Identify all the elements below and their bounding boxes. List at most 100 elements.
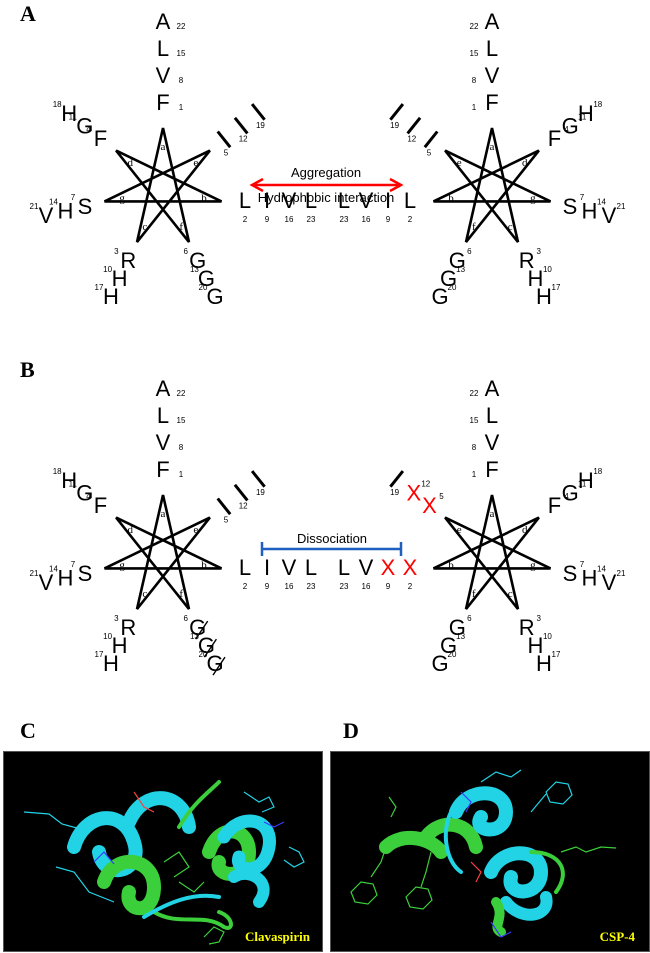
- residue-S-7: S: [78, 561, 93, 586]
- side-chain: [243, 791, 275, 813]
- residue-number: 6: [467, 614, 472, 623]
- residue-H-10: H: [112, 266, 128, 291]
- residue-number: 13: [190, 632, 199, 641]
- residue-F-4: F: [94, 126, 107, 151]
- residue-number: 4: [86, 125, 91, 134]
- wheel-position-d: d: [127, 157, 133, 169]
- residue-number: 14: [597, 197, 606, 206]
- residue-H-17: H: [103, 284, 119, 309]
- residue-L-15: L: [157, 36, 169, 61]
- residue-number: 10: [103, 632, 112, 641]
- residue-G-11: G: [76, 114, 93, 139]
- residue-I-12: [233, 116, 249, 135]
- residue-G-11: G: [562, 114, 579, 139]
- residue-number: 6: [467, 247, 472, 256]
- molecule-label-clavaspirin: Clavaspirin: [244, 929, 310, 944]
- loop-green: [529, 850, 565, 894]
- residue-number: 3: [536, 247, 541, 256]
- residue-X-2: X: [403, 555, 418, 580]
- residue-X-12: X: [406, 481, 421, 506]
- wheel-position-b: b: [448, 559, 454, 571]
- residue-L-15: L: [486, 403, 498, 428]
- residue-V-21: V: [39, 570, 54, 595]
- residue-X-5: X: [422, 493, 437, 518]
- residue-number: 10: [543, 632, 552, 641]
- residue-number: 9: [386, 215, 391, 224]
- wheel-position-d: d: [127, 524, 133, 536]
- heptagram-wheel: [432, 127, 552, 243]
- residue-L-15: L: [486, 36, 498, 61]
- residue-number: 8: [472, 443, 477, 452]
- residue-number: 13: [456, 265, 465, 274]
- residue-X-9: X: [381, 555, 396, 580]
- residue-number: 19: [390, 488, 399, 497]
- residue-F-1: F: [156, 90, 169, 115]
- residue-H-14: H: [582, 565, 598, 590]
- wheel-position-c: c: [508, 221, 513, 233]
- wheel-position-e: e: [457, 524, 462, 536]
- residue-I-12: [406, 116, 422, 135]
- residue-F-4: F: [548, 126, 561, 151]
- side-chain: [263, 821, 285, 828]
- residue-number: 1: [472, 470, 477, 479]
- residue-I-9: I: [264, 188, 270, 213]
- residue-number: 15: [470, 416, 479, 425]
- residue-R-3: R: [519, 248, 535, 273]
- residue-number: 23: [340, 582, 349, 591]
- residue-number: 22: [470, 22, 479, 31]
- residue-number: 18: [53, 467, 62, 476]
- wheel-position-a: a: [490, 141, 495, 153]
- arrow-head-left: [249, 177, 264, 193]
- residue-number: 22: [177, 389, 186, 398]
- residue-H-18: H: [61, 468, 77, 493]
- wheel-position-b: b: [448, 192, 454, 204]
- wheel-position-e: e: [457, 157, 462, 169]
- residue-H-14: H: [58, 198, 74, 223]
- residue-number: 20: [448, 283, 457, 292]
- helix-cyan-3: [217, 814, 276, 876]
- helix-green-3: [491, 897, 506, 937]
- residue-G-6: G: [189, 248, 206, 273]
- residue-L-23: L: [305, 188, 317, 213]
- residue-A-22: A: [156, 376, 171, 401]
- clavaspirin-structure-image: Clavaspirin: [3, 751, 323, 952]
- residue-F-4: F: [94, 493, 107, 518]
- residue-L-23: L: [338, 555, 350, 580]
- residue-I-9: I: [264, 555, 270, 580]
- residue-V-8: V: [485, 63, 500, 88]
- residue-number: 9: [265, 582, 270, 591]
- heptagram-wheel: [103, 127, 223, 243]
- residue-number: 22: [177, 22, 186, 31]
- residue-number: 7: [71, 193, 76, 202]
- residue-number: 10: [543, 265, 552, 274]
- residue-S-7: S: [563, 194, 578, 219]
- residue-number: 14: [49, 564, 58, 573]
- wheel-position-b: b: [201, 192, 207, 204]
- residue-number: 19: [390, 121, 399, 130]
- residue-L-2: L: [404, 188, 416, 213]
- side-chain: [93, 851, 115, 865]
- residue-L-2: L: [239, 188, 251, 213]
- residue-S-7: S: [78, 194, 93, 219]
- residue-V-8: V: [485, 430, 500, 455]
- residue-G-6: G: [189, 615, 206, 640]
- helix-cyan-4: [228, 867, 270, 908]
- wheel-position-d: d: [522, 157, 528, 169]
- residue-G-13: G: [198, 266, 215, 291]
- panel-label-c: C: [20, 718, 36, 743]
- loop-green-top: [177, 780, 221, 829]
- side-chain: [560, 846, 617, 853]
- residue-V-16: V: [359, 188, 374, 213]
- residue-number: 21: [617, 569, 626, 578]
- wheel-position-c: c: [142, 221, 147, 233]
- residue-V-21: V: [39, 203, 54, 228]
- side-chain: [420, 851, 432, 888]
- residue-H-10: H: [527, 633, 543, 658]
- residue-I-5: [423, 130, 439, 149]
- residue-number: 20: [448, 650, 457, 659]
- residue-number: 5: [224, 515, 229, 524]
- wheel-position-f: f: [472, 588, 476, 600]
- residue-number: 15: [177, 416, 186, 425]
- residue-H-17: H: [536, 651, 552, 676]
- glycine-strike-mark: [195, 620, 209, 640]
